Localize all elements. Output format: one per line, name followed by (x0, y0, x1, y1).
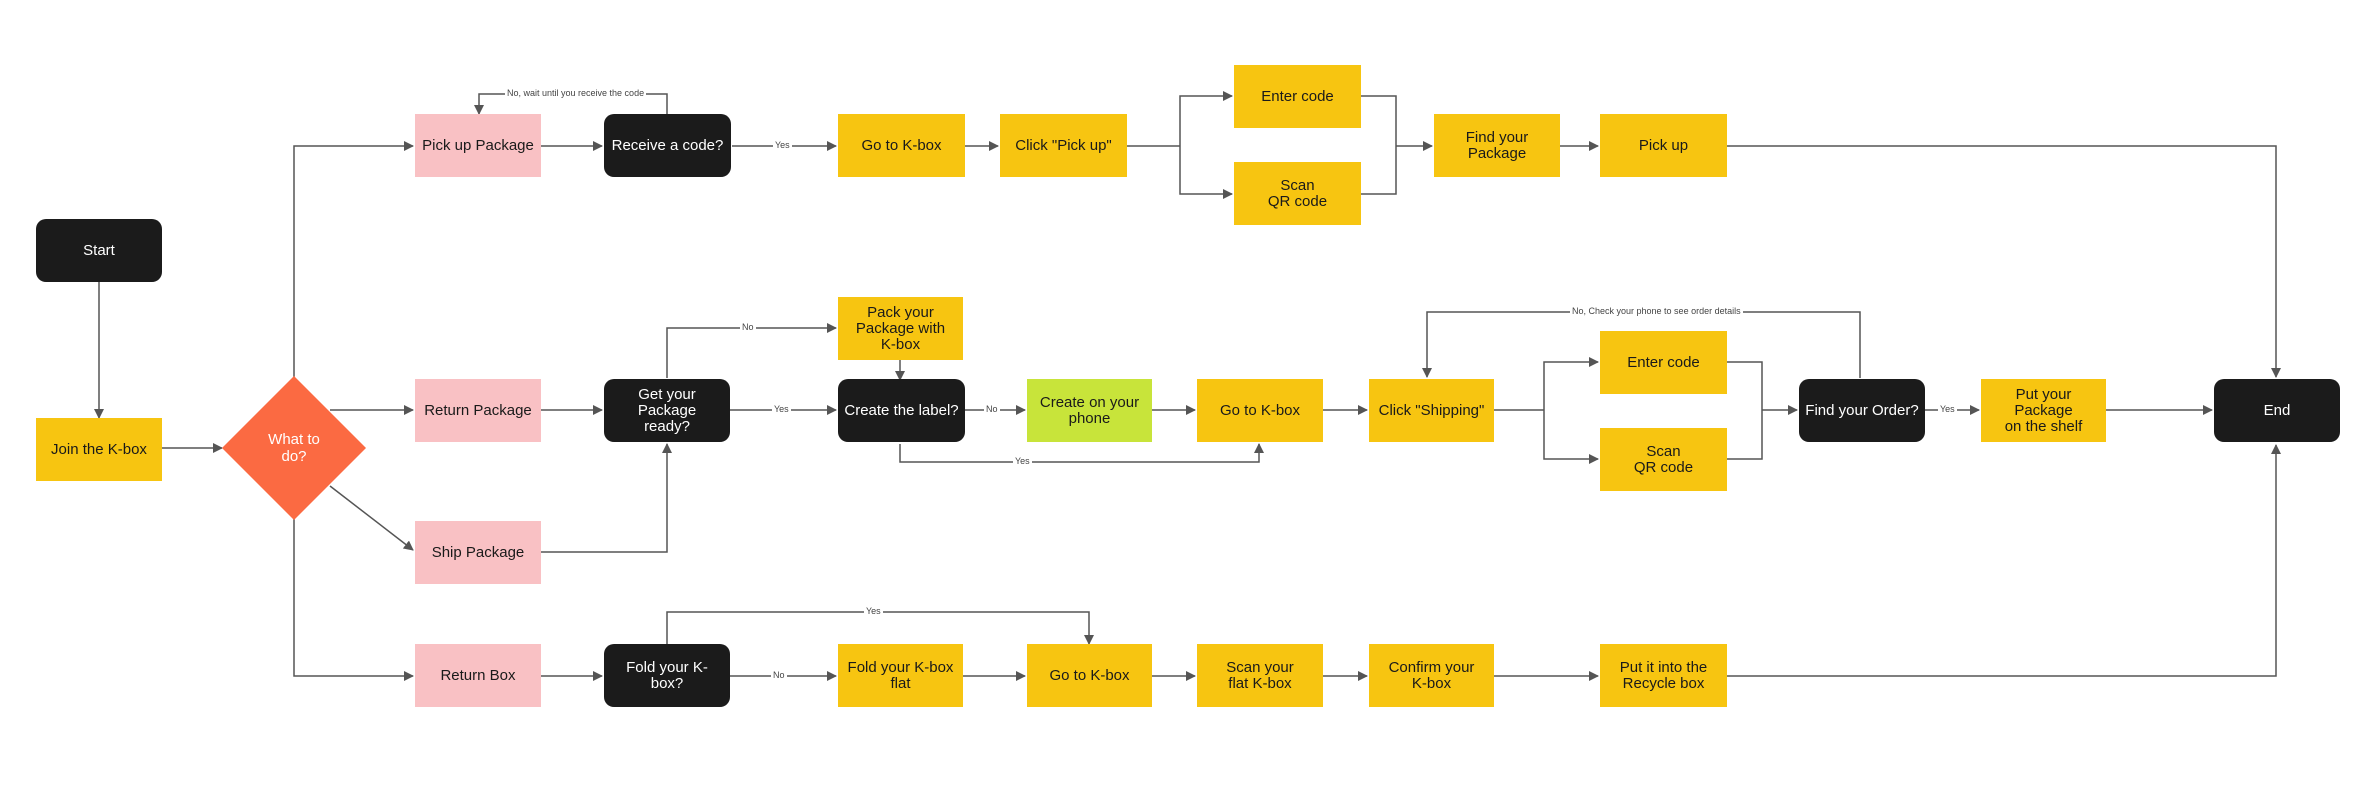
what-to-do-label: What to do? (268, 431, 320, 465)
recycle-box-node: Put it into the Recycle box (1600, 644, 1727, 707)
edge-label-yes-label: Yes (1013, 456, 1032, 467)
ship-package-node: Ship Package (415, 521, 541, 584)
edge-enter2-merge (1727, 361, 1763, 410)
edge-ready-no-pack (666, 323, 837, 378)
edge-hub-ship (329, 485, 414, 551)
enter-code-pickup-node: Enter code (1234, 65, 1361, 128)
enter-code-ship-node: Enter code (1600, 331, 1727, 394)
scan-flat-kbox-node: Scan your flat K-box (1197, 644, 1323, 707)
edge-split-enter1 (1179, 91, 1233, 146)
edge-label-yes-fold: Yes (864, 606, 883, 617)
start-node: Start (36, 219, 162, 282)
join-kbox-node: Join the K-box (36, 418, 162, 481)
put-on-shelf-node: Put your Package on the shelf (1981, 379, 2106, 442)
get-package-ready-decision: Get your Package ready? (604, 379, 730, 442)
confirm-kbox-node: Confirm your K-box (1369, 644, 1494, 707)
edge-ship-ready (541, 443, 672, 553)
edge-hub-returnbox (293, 518, 414, 681)
edge-label-no-label: No (984, 404, 1000, 415)
edge-label-yes-ready: Yes (772, 404, 791, 415)
return-package-node: Return Package (415, 379, 541, 442)
goto-kbox-pickup-node: Go to K-box (838, 114, 965, 177)
edge-label-no-fold: No (771, 670, 787, 681)
pick-up-node: Pick up (1600, 114, 1727, 177)
what-to-do-decision: What to do? (222, 376, 366, 520)
edge-label-no-wait-code: No, wait until you receive the code (505, 88, 647, 99)
create-label-decision: Create the label? (838, 379, 965, 442)
edge-split-enter2 (1543, 357, 1599, 410)
edge-pickup-end (1727, 145, 2281, 378)
edge-scan1-merge (1361, 146, 1397, 195)
find-package-node: Find your Package (1434, 114, 1560, 177)
find-order-decision: Find your Order? (1799, 379, 1925, 442)
fold-flat-node: Fold your K-box flat (838, 644, 963, 707)
edge-label-yes-order: Yes (1938, 404, 1957, 415)
scan-qr-pickup-node: Scan QR code (1234, 162, 1361, 225)
edge-enter1-merge (1361, 95, 1397, 146)
edge-split-scan1 (1179, 146, 1233, 199)
pack-package-node: Pack your Package with K-box (838, 297, 963, 360)
end-node: End (2214, 379, 2340, 442)
edge-label-no-check-phone: No, Check your phone to see order detail… (1570, 306, 1743, 317)
edge-scan2-merge (1727, 410, 1763, 460)
return-box-node: Return Box (415, 644, 541, 707)
pickup-package-node: Pick up Package (415, 114, 541, 177)
goto-kbox-return-node: Go to K-box (1027, 644, 1152, 707)
edge-label-yes-receive: Yes (773, 140, 792, 151)
scan-qr-ship-node: Scan QR code (1600, 428, 1727, 491)
edge-label-no-ready: No (740, 322, 756, 333)
click-pickup-node: Click "Pick up" (1000, 114, 1127, 177)
create-on-phone-node: Create on your phone (1027, 379, 1152, 442)
receive-code-decision: Receive a code? (604, 114, 731, 177)
goto-kbox-ship-node: Go to K-box (1197, 379, 1323, 442)
edge-label-yes-goto2 (899, 443, 1264, 463)
click-shipping-node: Click "Shipping" (1369, 379, 1494, 442)
decision-diamond-shape (222, 376, 366, 520)
edge-split-scan2 (1543, 410, 1599, 464)
edge-recycle-end (1727, 444, 2281, 677)
edge-hub-pickup (293, 141, 414, 378)
fold-kbox-decision: Fold your K-box? (604, 644, 730, 707)
